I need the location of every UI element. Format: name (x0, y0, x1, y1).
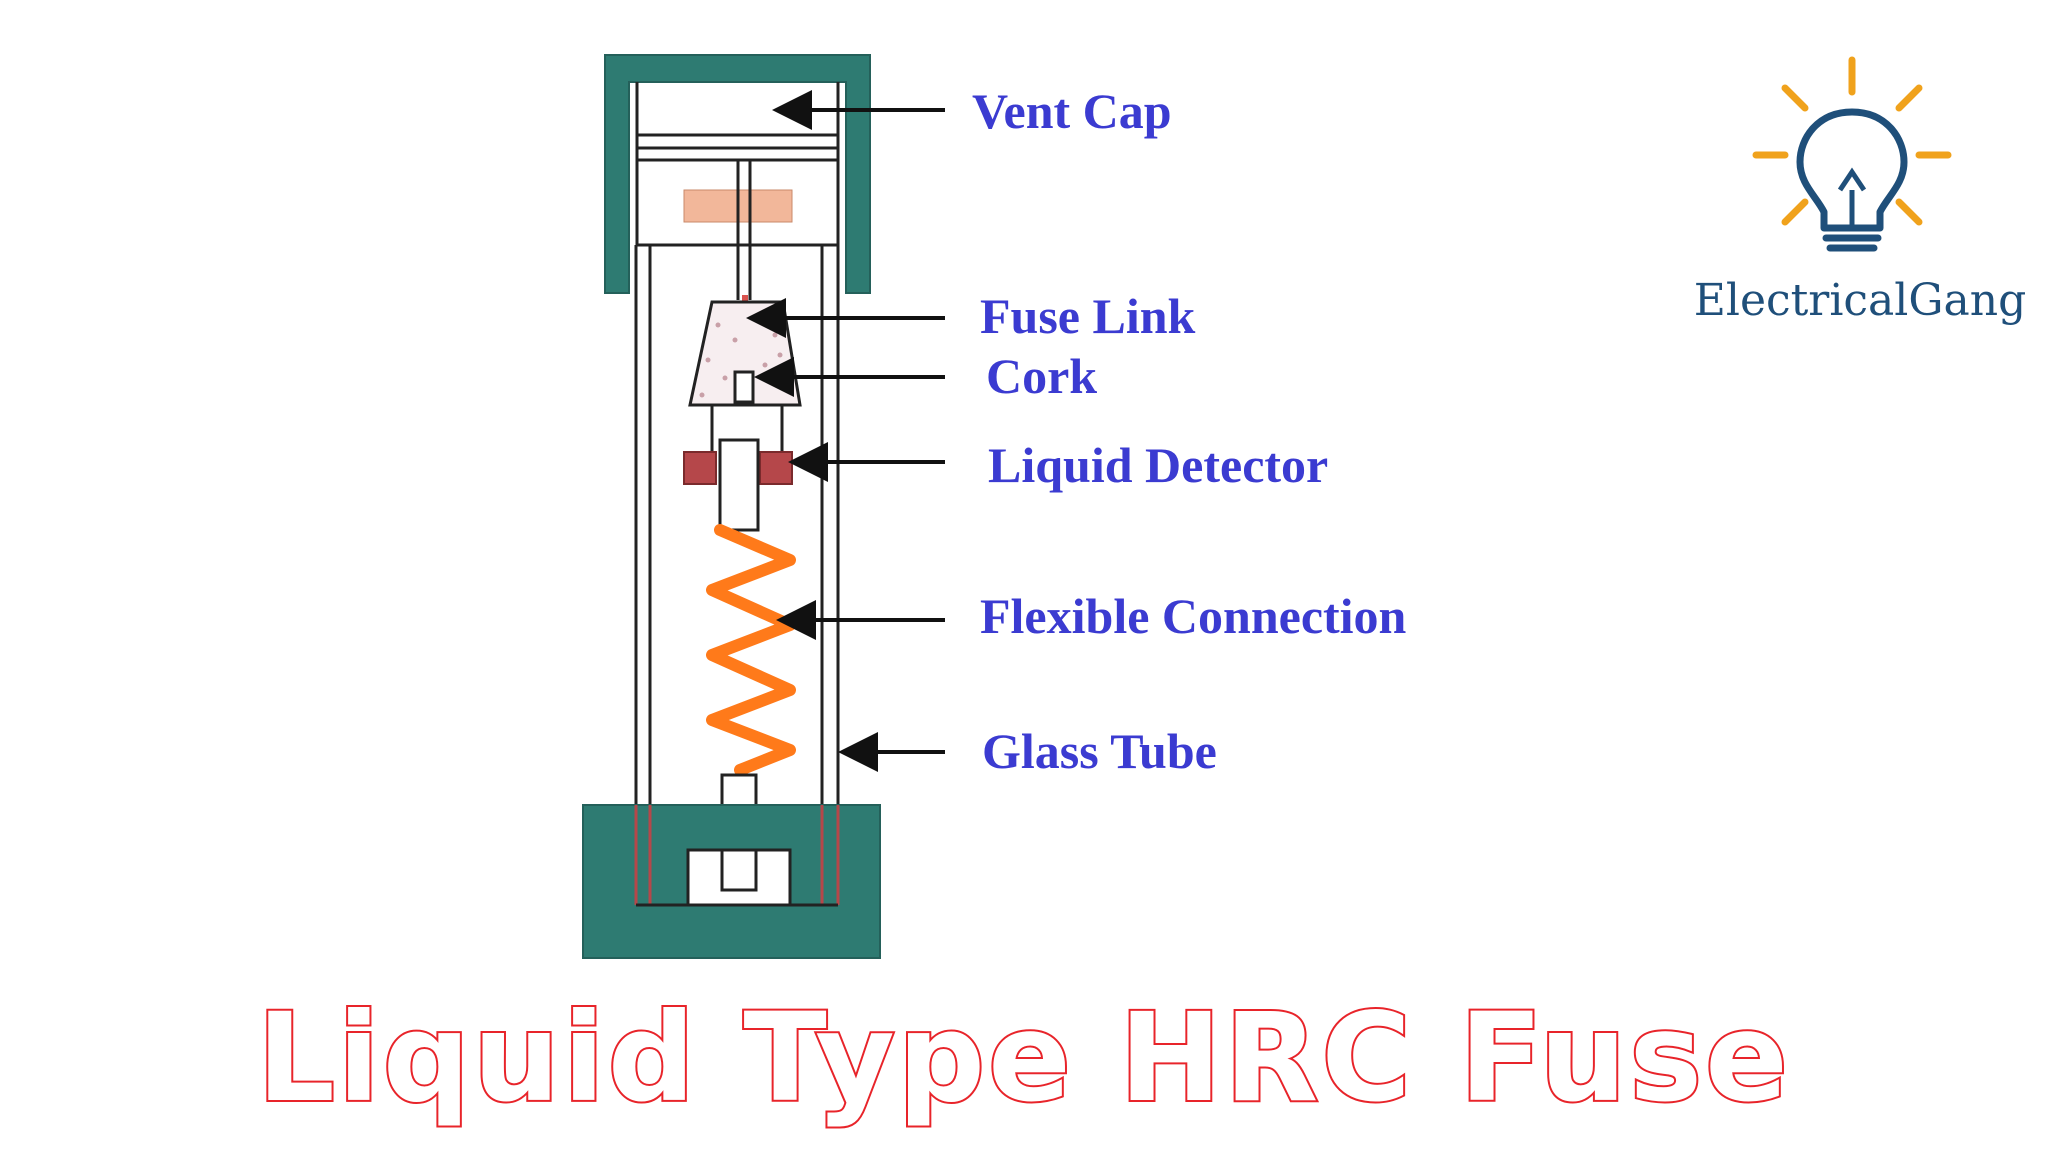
leader-arrows (746, 90, 945, 772)
label-liquid-detector: Liquid Detector (988, 437, 1328, 493)
label-fuse-link: Fuse Link (980, 288, 1196, 344)
lightbulb-icon (1752, 56, 1952, 252)
flexible-connection (706, 524, 796, 776)
label-glass-tube: Glass Tube (982, 723, 1217, 779)
glass-tube (634, 243, 840, 810)
diagram-title: Liquid Type HRC Fuse (257, 987, 1791, 1129)
label-vent-cap: Vent Cap (972, 83, 1172, 139)
label-cork: Cork (986, 348, 1097, 404)
liquid-detector (683, 438, 793, 532)
fuse-base (582, 804, 881, 959)
brand-name: ElectricalGang (1694, 275, 2027, 326)
label-flexible-connection: Flexible Connection (980, 588, 1407, 644)
